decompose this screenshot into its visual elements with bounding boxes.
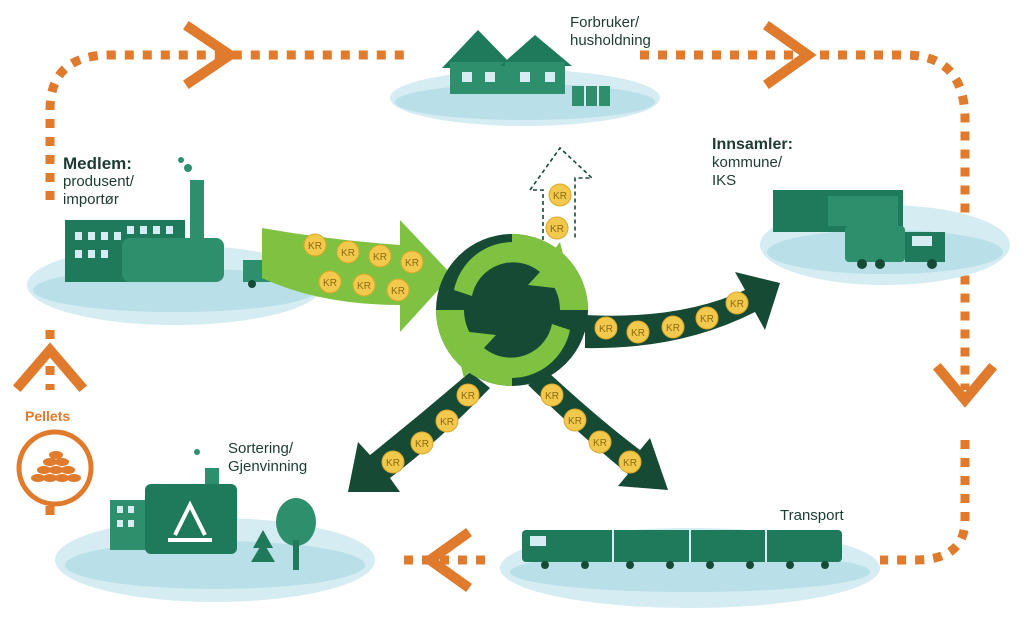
coin-icon xyxy=(588,430,612,454)
factory-icon xyxy=(65,157,303,288)
transport-label: Transport xyxy=(780,507,844,524)
loop-right-down xyxy=(880,440,970,565)
collector-label: Innsamler: kommune/ IKS xyxy=(712,136,793,190)
loop-chevrons xyxy=(12,21,998,592)
coin-label: KR xyxy=(730,299,744,310)
consumer-label-line2: husholdning xyxy=(570,32,651,49)
coin-label: KR xyxy=(631,328,645,339)
coin-label: KR xyxy=(415,439,429,450)
coin-icon xyxy=(318,270,342,294)
coin-icon xyxy=(725,291,749,315)
coin-label: KR xyxy=(440,417,454,428)
sorting-label-line1: Sortering/ xyxy=(228,440,294,457)
pellets-label: Pellets xyxy=(25,408,71,424)
arrow-center-to-consumer xyxy=(528,146,595,240)
coin-icon xyxy=(368,244,392,268)
coin-label: KR xyxy=(308,241,322,252)
house-icon xyxy=(442,30,610,106)
coin-icon xyxy=(540,383,564,407)
recycling-plant-icon xyxy=(110,449,316,570)
collector-label-line1: kommune/ xyxy=(712,154,783,171)
garbage-truck-icon xyxy=(773,190,945,269)
member-label-line2: importør xyxy=(63,191,119,208)
coin-label: KR xyxy=(405,258,419,269)
chevron-right-icon xyxy=(763,21,817,89)
consumer-label: Forbruker/ husholdning xyxy=(570,14,651,50)
coin-icon xyxy=(456,383,480,407)
member-title: Medlem: xyxy=(63,154,132,173)
coin-icon xyxy=(548,183,572,207)
coin-icon xyxy=(303,233,327,257)
coin-icon xyxy=(545,216,569,240)
train-icon xyxy=(522,530,842,569)
coin-label: KR xyxy=(545,391,559,402)
material-loop xyxy=(45,50,970,565)
coin-label: KR xyxy=(623,458,637,469)
chevron-left-icon xyxy=(421,528,472,592)
coin-label: KR xyxy=(700,314,714,325)
coin-icon xyxy=(661,315,685,339)
coin-icon xyxy=(626,320,650,344)
collector-label-line2: IKS xyxy=(712,172,737,189)
chevron-up-icon xyxy=(12,342,88,393)
pellets-icon xyxy=(16,429,94,507)
coin-label: KR xyxy=(386,458,400,469)
coin-label: KR xyxy=(568,416,582,427)
coin-icon xyxy=(336,240,360,264)
coin-icon xyxy=(618,450,642,474)
coin-label: KR xyxy=(461,391,475,402)
coin-label: KR xyxy=(357,281,371,292)
money-flow-coins: KR KR KR KR KR KR KR KR KR KR KR KR KR KR KR KR KR KR KR KR… xyxy=(303,183,749,474)
coin-icon xyxy=(381,450,405,474)
coin-icon xyxy=(410,431,434,455)
sorting-label-line2: Gjenvinning xyxy=(228,458,308,475)
coin-label: KR xyxy=(553,191,567,202)
coin-label: KR xyxy=(550,224,564,235)
coin-icon xyxy=(386,278,410,302)
chevron-down-icon xyxy=(932,362,998,408)
coin-label: KR xyxy=(593,438,607,449)
chevron-right-icon xyxy=(183,21,239,89)
coin-label: KR xyxy=(391,286,405,297)
coin-label: KR xyxy=(341,248,355,259)
coin-label: KR xyxy=(666,323,680,334)
coin-icon xyxy=(400,250,424,274)
coin-icon xyxy=(594,316,618,340)
coin-label: KR xyxy=(599,324,613,335)
coin-icon xyxy=(563,408,587,432)
loop-top-right xyxy=(640,50,970,390)
member-label-line1: produsent/ xyxy=(63,173,134,190)
recycle-arrows-icon xyxy=(436,234,588,386)
coin-icon xyxy=(695,306,719,330)
collector-title: Innsamler: xyxy=(712,136,793,153)
coin-label: KR xyxy=(323,278,337,289)
loop-top-left xyxy=(45,50,410,200)
sorting-label: Sortering/ Gjenvinning xyxy=(228,440,307,476)
coin-label: KR xyxy=(373,252,387,263)
coin-icon xyxy=(435,409,459,433)
member-label: Medlem: produsent/ importør xyxy=(63,155,134,209)
arrow-center-to-collector xyxy=(585,272,780,349)
coin-icon xyxy=(352,273,376,297)
consumer-label-line1: Forbruker/ xyxy=(570,14,640,31)
